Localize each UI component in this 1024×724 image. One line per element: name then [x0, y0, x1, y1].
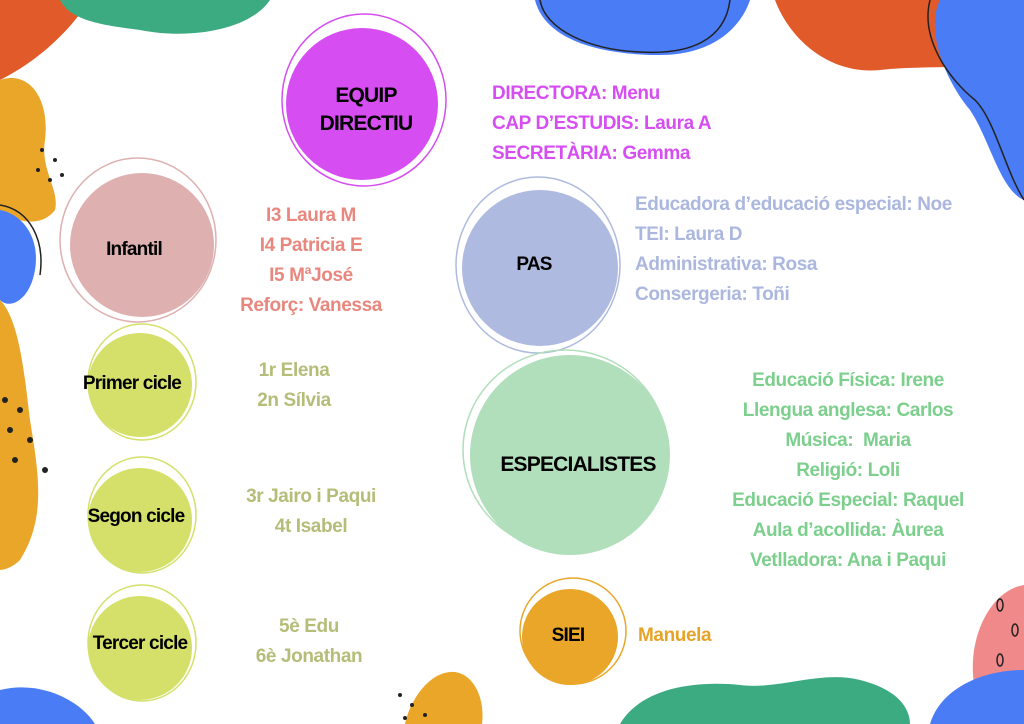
blob-decoration [930, 670, 1024, 724]
circle-segon-cicle [87, 456, 197, 574]
circle-equip-directiu [281, 13, 447, 187]
member-item: Consergeria: Toñi [635, 284, 790, 305]
blob-decoration [60, 0, 270, 34]
member-item: Religió: Loli [796, 460, 900, 481]
member-item: DIRECTORA: Menu [492, 83, 660, 104]
tercer-cicle-members: 5è Edu 6è Jonathan [255, 612, 363, 672]
member-item: I3 Laura M [266, 205, 356, 226]
especialistes-members: Educació Física: Irene Llengua anglesa: … [732, 366, 964, 576]
member-item: 3r Jairo i Paqui [246, 486, 376, 507]
member-item: 4t Isabel [274, 516, 348, 537]
member-item: 6è Jonathan [255, 646, 363, 667]
pas-members: Educadora d’educació especial: Noe TEI: … [635, 190, 952, 310]
circle-siei [519, 577, 627, 685]
blob-decoration [0, 78, 56, 222]
infantil-label: Infantil [106, 239, 163, 260]
member-item: Vetlladora: Ana i Paqui [750, 550, 946, 571]
pas-label: PAS [516, 254, 552, 275]
blob-decoration [0, 210, 36, 304]
equip-label-line-1: EQUIP [335, 84, 397, 107]
member-item: Educació Especial: Raquel [732, 490, 964, 511]
blob-decoration [0, 687, 95, 724]
circle-primer-cicle [87, 323, 197, 441]
member-item: Aula d’acollida: Àurea [752, 520, 944, 541]
member-item: Educadora d’educació especial: Noe [635, 194, 952, 215]
segon-cicle-label: Segon cicle [87, 506, 186, 527]
member-item: 5è Edu [279, 616, 339, 637]
primer-cicle-members: 1r Elena 2n Sílvia [257, 356, 331, 416]
member-item: Manuela [638, 625, 712, 646]
tercer-cicle-label: Tercer cicle [92, 633, 188, 654]
circle-tercer-cicle [87, 584, 197, 702]
member-item: Reforç: Vanessa [240, 295, 382, 316]
blob-decoration [0, 300, 39, 570]
member-item: Llengua anglesa: Carlos [742, 400, 954, 421]
equip-members: DIRECTORA: Menu CAP D’ESTUDIS: Laura A S… [492, 79, 712, 169]
member-item: SECRETÀRIA: Gemma [492, 143, 691, 164]
member-item: Música: Maria [785, 430, 911, 451]
member-item: I4 Patricia E [259, 235, 363, 256]
infantil-members: I3 Laura M I4 Patricia E I5 MªJosé Refor… [240, 201, 382, 321]
dots-decoration [2, 148, 1019, 720]
member-item: 1r Elena [258, 360, 330, 381]
member-item: I5 MªJosé [269, 265, 353, 286]
blob-decoration [934, 0, 1024, 200]
member-item: 2n Sílvia [257, 390, 331, 411]
especialistes-label: ESPECIALISTES [500, 453, 656, 476]
blob-decoration [620, 677, 910, 724]
segon-cicle-members: 3r Jairo i Paqui 4t Isabel [246, 482, 376, 542]
blob-decoration [0, 0, 90, 80]
circle-infantil [59, 157, 217, 323]
siei-members: Manuela [638, 621, 712, 651]
equip-directiu-label: EQUIP DIRECTIU [319, 82, 414, 138]
member-item: CAP D’ESTUDIS: Laura A [492, 113, 712, 134]
circle-especialistes [462, 349, 670, 555]
blob-decoration [535, 0, 750, 55]
member-item: TEI: Laura D [635, 224, 743, 245]
member-item: Administrativa: Rosa [635, 254, 818, 275]
member-item: Educació Física: Irene [752, 370, 944, 391]
equip-label-line-2: DIRECTIU [319, 112, 414, 135]
primer-cicle-label: Primer cicle [82, 373, 182, 394]
siei-label: SIEI [551, 625, 586, 646]
blob-decoration [405, 671, 483, 724]
